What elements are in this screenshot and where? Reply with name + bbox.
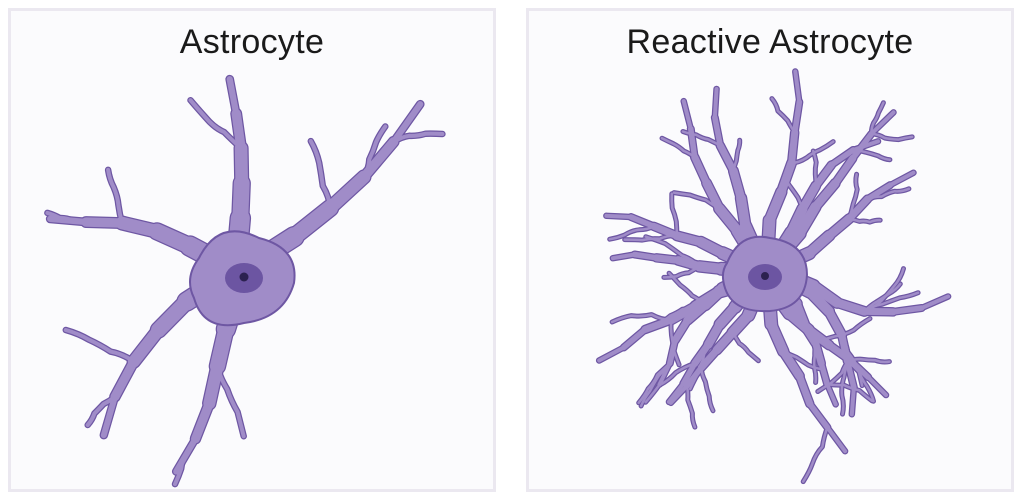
reactive-astrocyte-panel: Reactive Astrocyte (526, 8, 1014, 492)
reactive-astrocyte-title: Reactive Astrocyte (626, 23, 914, 61)
nucleolus (761, 272, 769, 280)
astrocyte-title: Astrocyte (179, 23, 325, 61)
astrocyte-panel: Astrocyte (8, 8, 496, 492)
process-fills (597, 69, 951, 483)
astrocyte-illustration (44, 74, 446, 488)
reactive-astrocyte-illustration (595, 68, 952, 485)
nucleolus (239, 272, 249, 282)
